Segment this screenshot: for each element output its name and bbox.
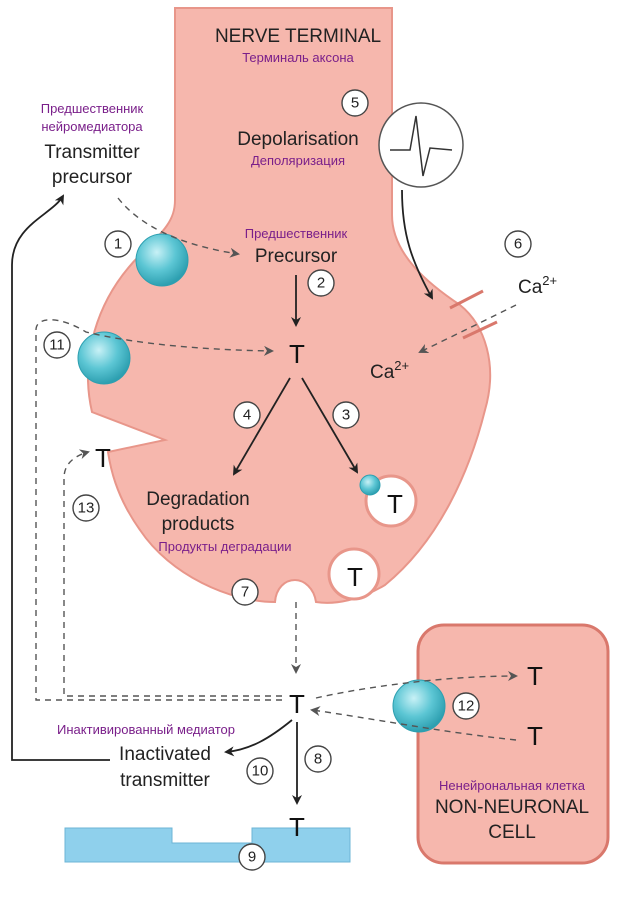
arrow-t-to-degradation bbox=[232, 377, 291, 476]
degradation-ru: Продукты деградации bbox=[158, 539, 291, 554]
step-circle-1: 1 bbox=[104, 230, 132, 258]
step-circle-3: 3 bbox=[332, 401, 360, 429]
step-circle-10: 10 bbox=[246, 757, 274, 785]
non-neuronal-line2: CELL bbox=[488, 822, 536, 843]
svg-text:3: 3 bbox=[342, 407, 350, 424]
transporter-11-icon bbox=[77, 331, 131, 385]
arrow-inactivated-to-precursor bbox=[11, 194, 110, 761]
precursor-label-ru: Предшественник bbox=[245, 226, 348, 241]
terminal-title-ru: Терминаль аксона bbox=[242, 50, 354, 65]
calcium-channel-icon bbox=[449, 289, 498, 340]
transmitter-symbol: T bbox=[289, 689, 305, 719]
inactivated-ru: Инактивированный медиатор bbox=[57, 722, 235, 737]
action-potential-icon bbox=[378, 102, 464, 188]
svg-text:2: 2 bbox=[317, 275, 325, 292]
non-neuronal-cell bbox=[416, 623, 610, 865]
degradation-line2: products bbox=[162, 514, 235, 535]
step-circle-2: 2 bbox=[307, 269, 335, 297]
arrow-precursor-uptake bbox=[117, 197, 240, 258]
non-neuronal-line1: NON-NEURONAL bbox=[435, 797, 589, 818]
svg-text:4: 4 bbox=[243, 407, 251, 424]
arrow-calcium-influx bbox=[418, 304, 517, 354]
terminal-title: NERVE TERMINAL bbox=[215, 26, 381, 47]
svg-text:6: 6 bbox=[514, 236, 522, 253]
transmitter-precursor-line2: precursor bbox=[52, 167, 133, 188]
svg-text:9: 9 bbox=[248, 849, 256, 866]
arrow-glial-uptake bbox=[315, 671, 518, 699]
step-circle-12: 12 bbox=[452, 692, 480, 720]
transmitter-precursor-ru-line2: нейромедиатора bbox=[41, 119, 143, 134]
step-circle-11: 11 bbox=[43, 331, 71, 359]
step-circle-9: 9 bbox=[238, 843, 266, 871]
nerve-terminal-shape bbox=[87, 7, 492, 604]
inactivated-line1: Inactivated bbox=[119, 744, 211, 765]
transmitter-symbol: T bbox=[289, 812, 305, 842]
non-neuronal-ru: Ненейрональная клетка bbox=[439, 778, 586, 793]
step-circle-7: 7 bbox=[231, 578, 259, 606]
svg-text:13: 13 bbox=[78, 500, 95, 517]
arrow-t-to-inactivated bbox=[224, 719, 293, 757]
precursor-label: Precursor bbox=[255, 246, 338, 267]
transmitter-symbol: T bbox=[527, 721, 543, 751]
transmitter-symbol: T bbox=[387, 489, 403, 519]
transmitter-precursor-ru-line1: Предшественник bbox=[41, 101, 144, 116]
transmitter-symbol: T bbox=[347, 562, 363, 592]
arrow-depolarisation bbox=[401, 189, 433, 300]
step-circle-6: 6 bbox=[504, 230, 532, 258]
svg-text:11: 11 bbox=[49, 337, 65, 354]
transmitter-symbol: T bbox=[527, 661, 543, 691]
calcium-outside: Ca2+ bbox=[518, 273, 557, 298]
transporter-12-icon bbox=[392, 679, 446, 733]
transporter-1-icon bbox=[135, 233, 189, 287]
svg-text:5: 5 bbox=[351, 95, 359, 112]
postsynaptic-membrane bbox=[64, 827, 351, 863]
vesicle-transporter-icon bbox=[359, 474, 381, 496]
transmitter-symbol: T bbox=[289, 339, 305, 369]
step-circle-8: 8 bbox=[304, 745, 332, 773]
arrow-t-to-vesicle bbox=[301, 377, 359, 474]
vesicle-filled bbox=[327, 547, 381, 601]
arrow-glial-release bbox=[310, 706, 517, 741]
transmitter-precursor-line1: Transmitter bbox=[44, 142, 140, 163]
arrow-reuptake-11 bbox=[35, 319, 282, 701]
step-circle-5: 5 bbox=[341, 89, 369, 117]
transmitter-symbol: T bbox=[95, 443, 111, 473]
calcium-inside: Ca2+ bbox=[370, 358, 409, 383]
svg-text:1: 1 bbox=[114, 236, 122, 253]
svg-text:8: 8 bbox=[314, 751, 322, 768]
svg-text:12: 12 bbox=[458, 698, 475, 715]
degradation-line1: Degradation bbox=[146, 489, 250, 510]
depolarisation-label-ru: Деполяризация bbox=[251, 153, 345, 168]
inactivated-line2: transmitter bbox=[120, 770, 210, 791]
depolarisation-label: Depolarisation bbox=[237, 129, 358, 150]
step-circle-13: 13 bbox=[72, 494, 100, 522]
svg-text:10: 10 bbox=[252, 763, 269, 780]
svg-text:7: 7 bbox=[241, 584, 249, 601]
step-circle-4: 4 bbox=[233, 401, 261, 429]
